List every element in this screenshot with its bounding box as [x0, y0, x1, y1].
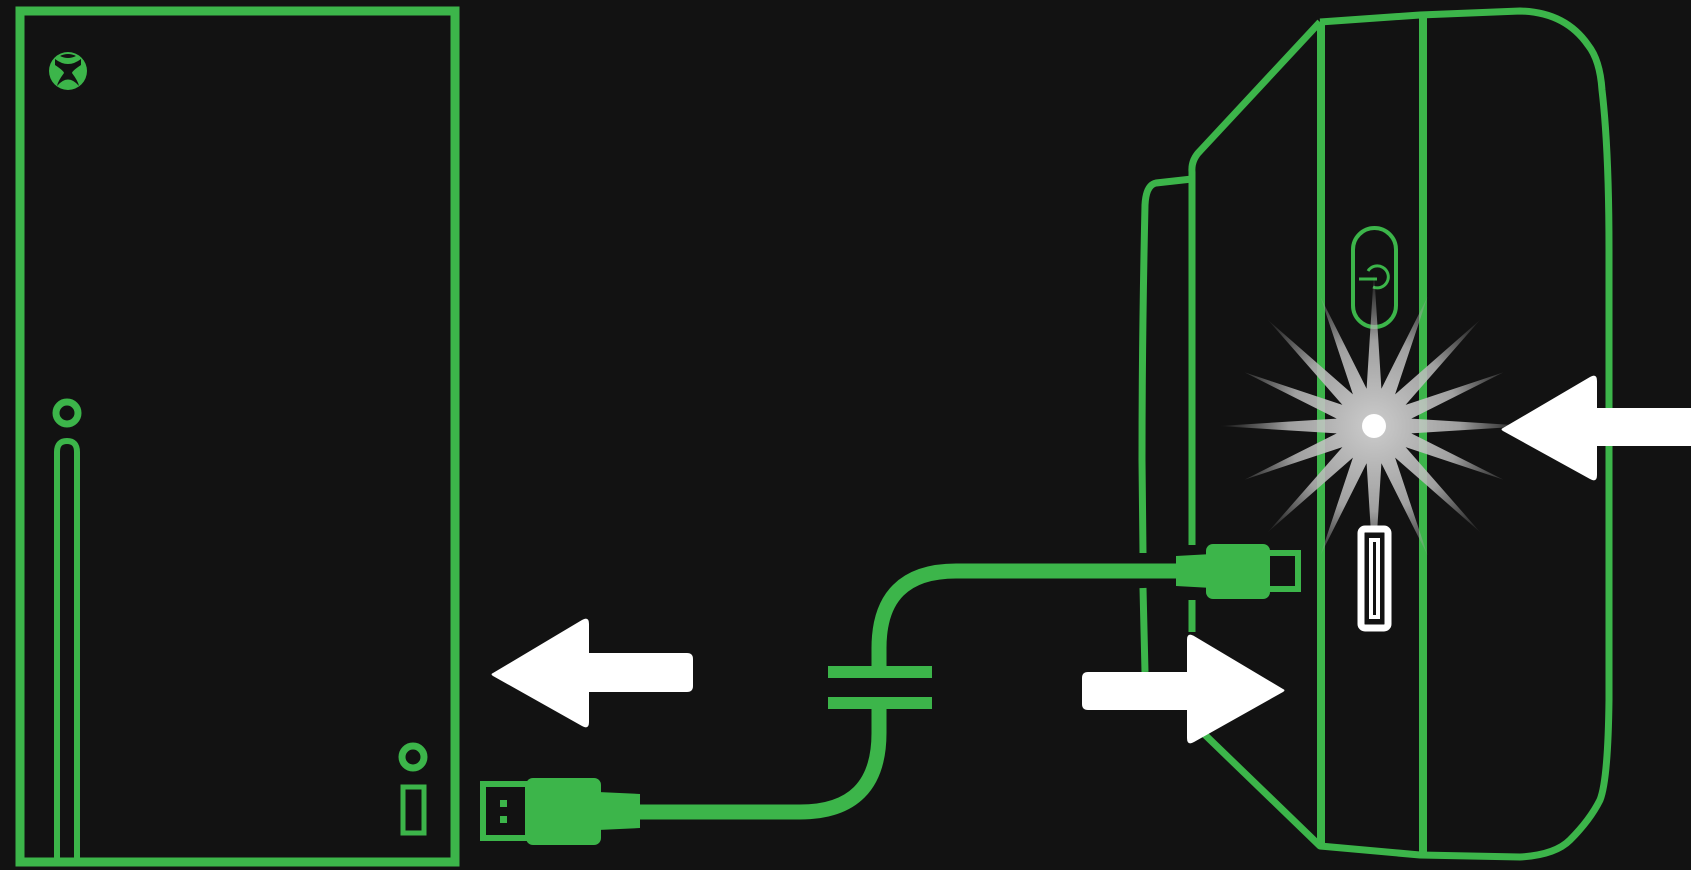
- console-usb-port: [400, 784, 427, 836]
- usb-c-icon: [1176, 544, 1301, 599]
- console-body: [15, 6, 460, 867]
- xbox-logo-icon: [49, 52, 87, 90]
- arrow-left-pair-icon: [1501, 375, 1691, 481]
- cable-wire: [638, 707, 887, 820]
- usb-cable: [480, 544, 1301, 845]
- controller: [1138, 7, 1613, 861]
- controller-bumper: [1138, 175, 1193, 554]
- cable-break-top: [828, 666, 932, 678]
- controller-bumper-lower: [1139, 587, 1196, 673]
- arrow-left-icon: [491, 618, 693, 728]
- arrow-right-icon: [1082, 634, 1285, 744]
- console-pair-ring: [52, 398, 82, 428]
- console: [15, 6, 460, 867]
- light-flash-icon: [1219, 271, 1529, 581]
- console-disc-slot: [54, 437, 80, 860]
- controller-body: [1197, 7, 1613, 861]
- cable-break-bottom: [828, 697, 932, 709]
- usb-a-icon: [480, 778, 640, 845]
- console-power-ring: [398, 742, 428, 772]
- controller-left-edge: [1188, 19, 1323, 545]
- cable-wire-upper: [871, 563, 1180, 670]
